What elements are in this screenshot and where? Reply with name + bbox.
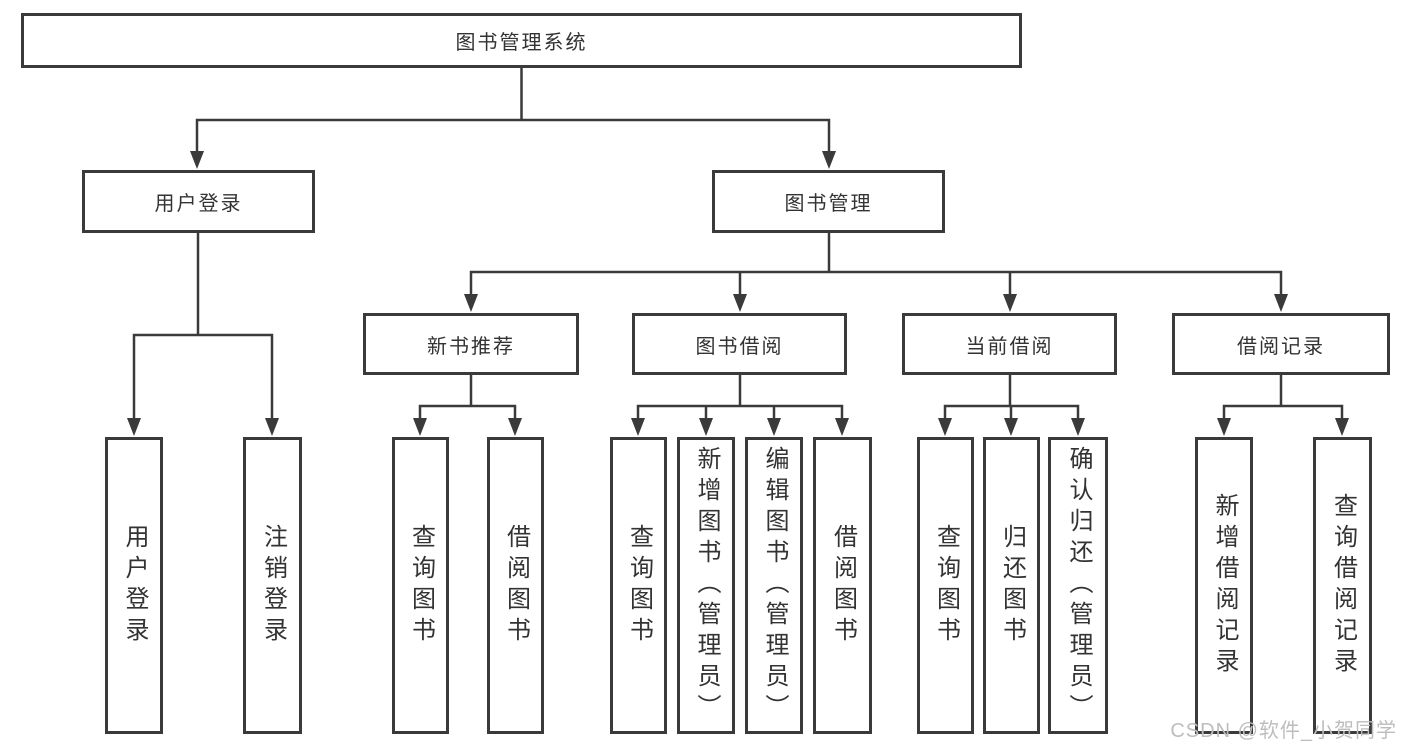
leaf-label: 借阅图书 bbox=[502, 523, 530, 648]
leaf-label: 查询图书 bbox=[932, 523, 960, 648]
leaf-label: 新增借阅记录 bbox=[1211, 492, 1238, 679]
leaf-label: 注销登录 bbox=[259, 523, 287, 648]
leaf-label: 确认归还（管理员） bbox=[1065, 446, 1092, 725]
leaf-box-add-book-admin: 新增图书（管理员） bbox=[677, 437, 735, 734]
leaf-label: 新增图书（管理员） bbox=[693, 446, 720, 725]
leaf-box-borrow-book-1: 借阅图书 bbox=[487, 437, 544, 734]
branch-box-book-management: 图书管理 bbox=[712, 170, 945, 233]
leaf-label: 用户登录 bbox=[121, 523, 148, 648]
leaf-box-query-book-1: 查询图书 bbox=[392, 437, 449, 734]
csdn-watermark: CSDN @软件_小贺同学 bbox=[1170, 720, 1397, 742]
leaf-label: 借阅图书 bbox=[829, 523, 857, 648]
leaf-label: 归还图书 bbox=[998, 523, 1026, 648]
leaf-box-edit-book-admin: 编辑图书（管理员） bbox=[745, 437, 803, 734]
root-box-system: 图书管理系统 bbox=[21, 13, 1022, 68]
leaf-box-return-book: 归还图书 bbox=[983, 437, 1040, 734]
leaf-label: 编辑图书（管理员） bbox=[761, 446, 788, 725]
leaf-label: 查询图书 bbox=[625, 523, 653, 648]
leaf-box-borrow-book-2: 借阅图书 bbox=[813, 437, 872, 734]
leaf-label: 查询图书 bbox=[407, 523, 435, 648]
leaf-box-confirm-return-admin: 确认归还（管理员） bbox=[1048, 437, 1108, 734]
branch-box-new-book-recommend: 新书推荐 bbox=[363, 313, 579, 375]
branch-box-current-borrow: 当前借阅 bbox=[902, 313, 1117, 375]
branch-box-book-borrow: 图书借阅 bbox=[632, 313, 847, 375]
branch-box-borrow-record: 借阅记录 bbox=[1172, 313, 1390, 375]
branch-box-user-login: 用户登录 bbox=[82, 170, 315, 233]
leaf-box-logout: 注销登录 bbox=[243, 437, 302, 734]
leaf-box-query-borrow-record: 查询借阅记录 bbox=[1313, 437, 1372, 734]
leaf-label: 查询借阅记录 bbox=[1329, 492, 1357, 679]
leaf-box-query-book-2: 查询图书 bbox=[610, 437, 667, 734]
leaf-box-query-book-3: 查询图书 bbox=[917, 437, 974, 734]
leaf-box-add-borrow-record: 新增借阅记录 bbox=[1195, 437, 1253, 734]
leaf-box-user-login: 用户登录 bbox=[105, 437, 163, 734]
